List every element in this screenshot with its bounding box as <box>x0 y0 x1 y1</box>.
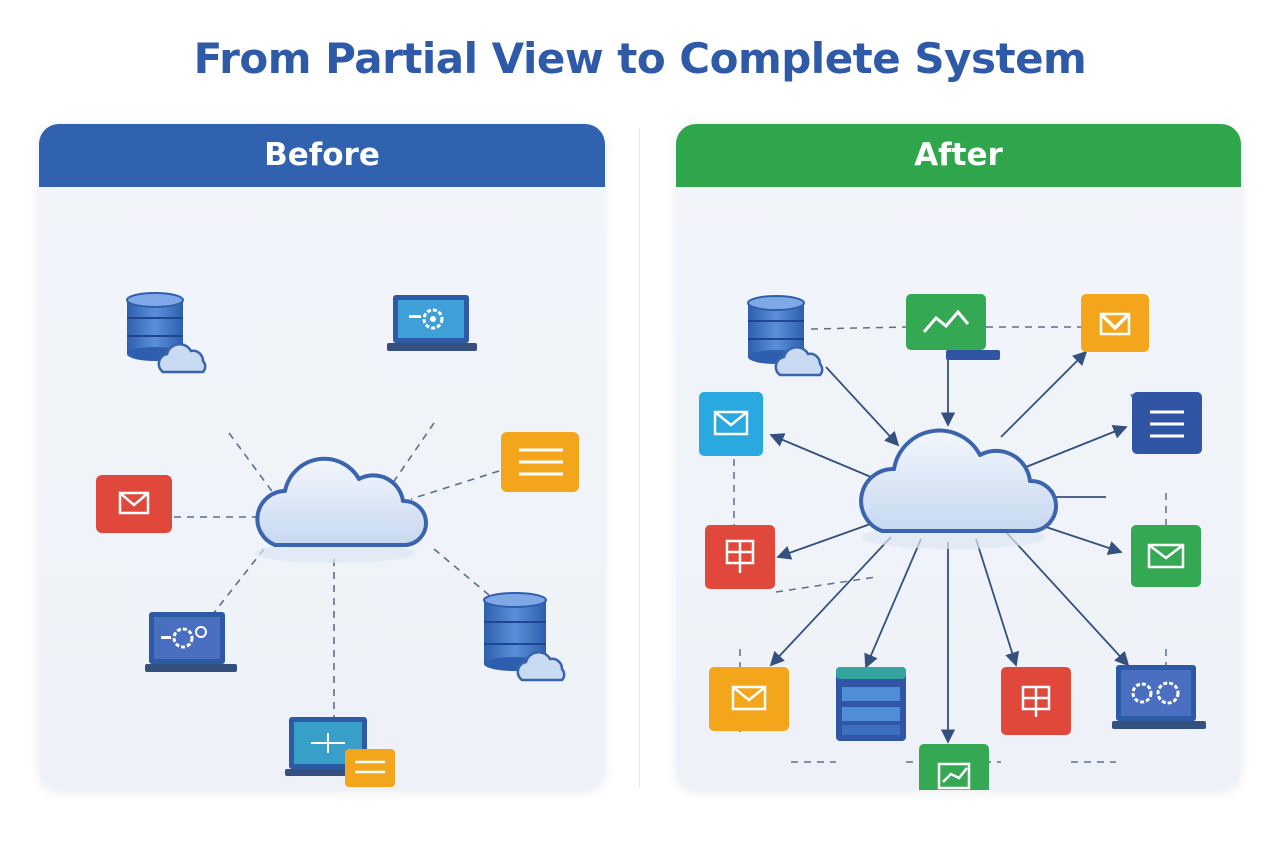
center-divider <box>639 128 640 788</box>
arrow-line <box>1005 531 1130 667</box>
laptop-network-icon <box>285 717 395 787</box>
central-cloud-icon <box>859 428 1058 549</box>
mail-badge-icon <box>1081 294 1149 352</box>
laptop-gear-icon <box>1112 665 1206 729</box>
server-rack-icon <box>836 667 906 741</box>
central-cloud-icon <box>255 456 428 563</box>
hierarchy-icon <box>705 525 775 589</box>
before-header: Before <box>39 124 605 187</box>
envelope-icon <box>1131 525 1201 587</box>
connector-line <box>410 470 500 500</box>
laptop-gear-icon <box>145 612 237 672</box>
arrow-line <box>975 538 1020 667</box>
list-card-icon <box>1132 392 1202 454</box>
envelope-icon <box>699 392 763 456</box>
envelope-icon <box>709 667 789 731</box>
after-panel: After <box>676 124 1241 790</box>
after-arrows <box>769 350 1130 744</box>
arrow-line <box>825 366 900 447</box>
before-connectors <box>174 422 500 717</box>
connector-line <box>374 422 435 510</box>
arrow-line <box>776 521 877 560</box>
document-list-icon <box>501 432 579 492</box>
connector-line <box>208 548 265 620</box>
chart-card-icon <box>919 744 989 790</box>
connector-line <box>775 576 877 593</box>
before-panel: Before <box>39 124 605 790</box>
connector-line <box>810 326 907 330</box>
hierarchy-icon <box>1001 667 1071 735</box>
database-cloud-icon <box>483 592 566 682</box>
before-diagram <box>96 292 579 787</box>
arrow-line <box>1025 424 1128 468</box>
connector-line <box>228 432 292 518</box>
laptop-gear-icon <box>387 295 477 351</box>
envelope-icon <box>96 475 172 533</box>
after-diagram <box>699 294 1206 790</box>
page-title: From Partial View to Complete System <box>193 34 1087 83</box>
arrow-line <box>769 433 872 478</box>
arrow-line <box>769 536 892 667</box>
database-cloud-icon <box>747 295 824 377</box>
database-cloud-icon <box>126 292 207 374</box>
arrow-line <box>864 538 922 669</box>
after-header: After <box>676 124 1241 187</box>
connector-line <box>433 548 490 596</box>
chart-card-icon <box>906 294 1000 360</box>
arrow-line <box>1000 350 1088 438</box>
